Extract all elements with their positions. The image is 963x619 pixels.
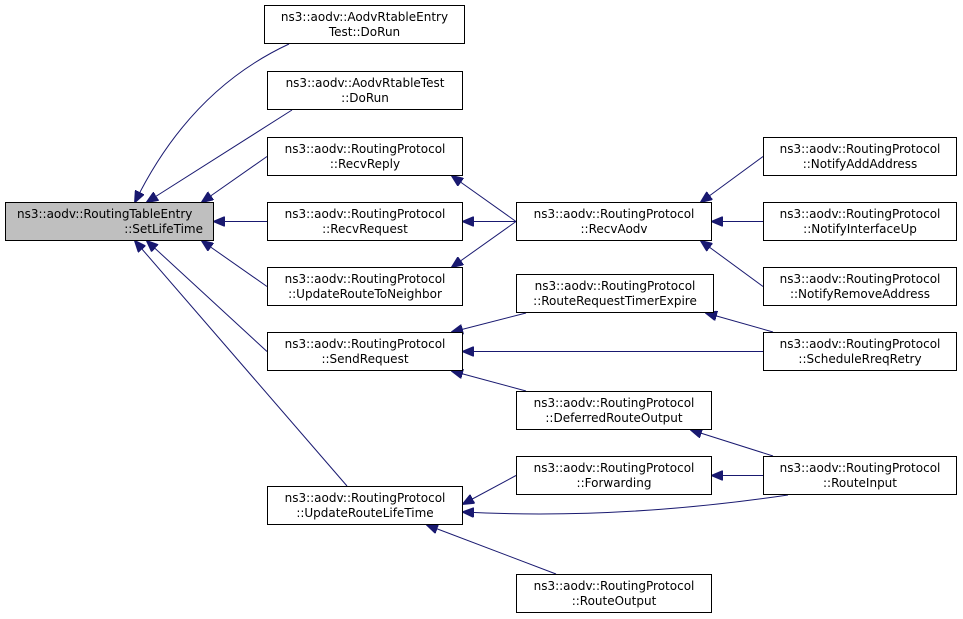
edge-notify_remove-to-recv_aodv xyxy=(701,241,764,287)
node-label-line2: ::ScheduleRreqRetry xyxy=(798,351,922,366)
node-update-route-life-time[interactable]: ns3::aodv::RoutingProtocol ::UpdateRoute… xyxy=(267,486,463,525)
node-label-line1: ns3::aodv::RoutingProtocol xyxy=(284,141,446,156)
edge-recv_aodv-to-recv_reply xyxy=(452,176,517,222)
node-label-line2: ::NotifyAddAddress xyxy=(802,156,918,171)
node-notify-remove-address[interactable]: ns3::aodv::RoutingProtocol ::NotifyRemov… xyxy=(763,267,957,306)
edge-recv_aodv-to-update_neighbor xyxy=(452,221,517,268)
node-label-line2: ::DeferredRouteOutput xyxy=(545,410,683,425)
node-label-line1: ns3::aodv::RoutingProtocol xyxy=(779,206,941,221)
node-label-line1: ns3::aodv::RoutingProtocol xyxy=(779,460,941,475)
edge-rtable_test-to-root xyxy=(147,109,293,202)
edge-rreq_timer-to-send_request xyxy=(452,312,527,332)
node-label-line1: ns3::aodv::RoutingProtocol xyxy=(533,460,695,475)
node-route-request-timer-expire[interactable]: ns3::aodv::RoutingProtocol ::RouteReques… xyxy=(516,274,714,313)
node-label-line2: ::SendRequest xyxy=(321,351,409,366)
node-route-input[interactable]: ns3::aodv::RoutingProtocol ::RouteInput xyxy=(763,456,957,495)
node-label-line1: ns3::aodv::AodvRtableEntry xyxy=(280,9,449,24)
node-label-line1: ns3::aodv::RoutingProtocol xyxy=(533,578,695,593)
edge-route_input-to-update_lifetime xyxy=(463,494,789,514)
node-label-line1: ns3::aodv::RoutingProtocol xyxy=(779,141,941,156)
node-label-line2: ::SetLifeTime xyxy=(124,221,203,236)
edge-route_input-to-deferred xyxy=(691,430,774,457)
node-label-line2: ::NotifyRemoveAddress xyxy=(789,286,931,301)
node-deferred-route-output[interactable]: ns3::aodv::RoutingProtocol ::DeferredRou… xyxy=(516,391,712,430)
node-recv-aodv[interactable]: ns3::aodv::RoutingProtocol ::RecvAodv xyxy=(516,202,712,241)
node-label-line1: ns3::aodv::RoutingProtocol xyxy=(284,490,446,505)
node-label-line2: ::DoRun xyxy=(341,90,389,105)
edge-recv_reply-to-root xyxy=(202,156,268,203)
node-label-line1: ns3::aodv::RoutingProtocol xyxy=(779,336,941,351)
node-aodv-rtable-test-dorun[interactable]: ns3::aodv::AodvRtableTest ::DoRun xyxy=(267,71,463,110)
edge-rtentry_test-to-root xyxy=(135,43,290,202)
node-recv-reply[interactable]: ns3::aodv::RoutingProtocol ::RecvReply xyxy=(267,137,463,176)
node-label-line1: ns3::aodv::AodvRtableTest xyxy=(285,75,445,90)
node-label-line2: ::RouteRequestTimerExpire xyxy=(533,293,697,308)
node-label-line2: ::RecvReply xyxy=(329,156,401,171)
edge-route_output-to-update_lifetime xyxy=(427,525,557,575)
node-recv-request[interactable]: ns3::aodv::RoutingProtocol ::RecvRequest xyxy=(267,202,463,241)
node-label-line2: ::NotifyInterfaceUp xyxy=(803,221,917,236)
node-label-line1: ns3::aodv::RoutingProtocol xyxy=(284,271,446,286)
node-label-line2: ::RouteOutput xyxy=(571,593,657,608)
node-label-line2: ::RecvAodv xyxy=(580,221,648,236)
node-label-line1: ns3::aodv::RoutingProtocol xyxy=(779,271,941,286)
node-label-line2: ::UpdateRouteToNeighbor xyxy=(288,286,442,301)
node-notify-add-address[interactable]: ns3::aodv::RoutingProtocol ::NotifyAddAd… xyxy=(763,137,957,176)
edge-update_lifetime-to-root xyxy=(135,241,348,487)
edge-notify_add-to-recv_aodv xyxy=(701,156,764,203)
node-schedule-rreq-retry[interactable]: ns3::aodv::RoutingProtocol ::ScheduleRre… xyxy=(763,332,957,371)
node-label-line2: ::UpdateRouteLifeTime xyxy=(296,505,434,520)
node-label-line1: ns3::aodv::RoutingProtocol xyxy=(284,336,446,351)
edge-update_neighbor-to-root xyxy=(202,241,268,287)
node-send-request[interactable]: ns3::aodv::RoutingProtocol ::SendRequest xyxy=(267,332,463,371)
node-aodv-rtable-entry-test-dorun[interactable]: ns3::aodv::AodvRtableEntry Test::DoRun xyxy=(264,5,465,44)
node-label-line1: ns3::aodv::RoutingProtocol xyxy=(533,395,695,410)
edge-send_request-to-root xyxy=(147,241,268,352)
node-label-line1: ns3::aodv::RoutingTableEntry xyxy=(17,206,193,221)
node-notify-interface-up[interactable]: ns3::aodv::RoutingProtocol ::NotifyInter… xyxy=(763,202,957,241)
node-label-line2: ::RouteInput xyxy=(823,475,897,490)
node-label-line1: ns3::aodv::RoutingProtocol xyxy=(534,278,696,293)
edge-schedule_retry-to-rreq_timer xyxy=(706,313,774,333)
node-update-route-to-neighbor[interactable]: ns3::aodv::RoutingProtocol ::UpdateRoute… xyxy=(267,267,463,306)
edge-forwarding-to-update_lifetime xyxy=(463,475,517,505)
node-route-output[interactable]: ns3::aodv::RoutingProtocol ::RouteOutput xyxy=(516,574,712,613)
node-label-line2: Test::DoRun xyxy=(328,24,401,39)
edge-deferred-to-send_request xyxy=(452,371,527,392)
node-label-line2: ::Forwarding xyxy=(576,475,652,490)
node-label-line1: ns3::aodv::RoutingProtocol xyxy=(284,206,446,221)
node-root-set-life-time: ns3::aodv::RoutingTableEntry ::SetLifeTi… xyxy=(5,202,214,241)
node-label-line2: ::RecvRequest xyxy=(322,221,408,236)
node-label-line1: ns3::aodv::RoutingProtocol xyxy=(533,206,695,221)
node-forwarding[interactable]: ns3::aodv::RoutingProtocol ::Forwarding xyxy=(516,456,712,495)
